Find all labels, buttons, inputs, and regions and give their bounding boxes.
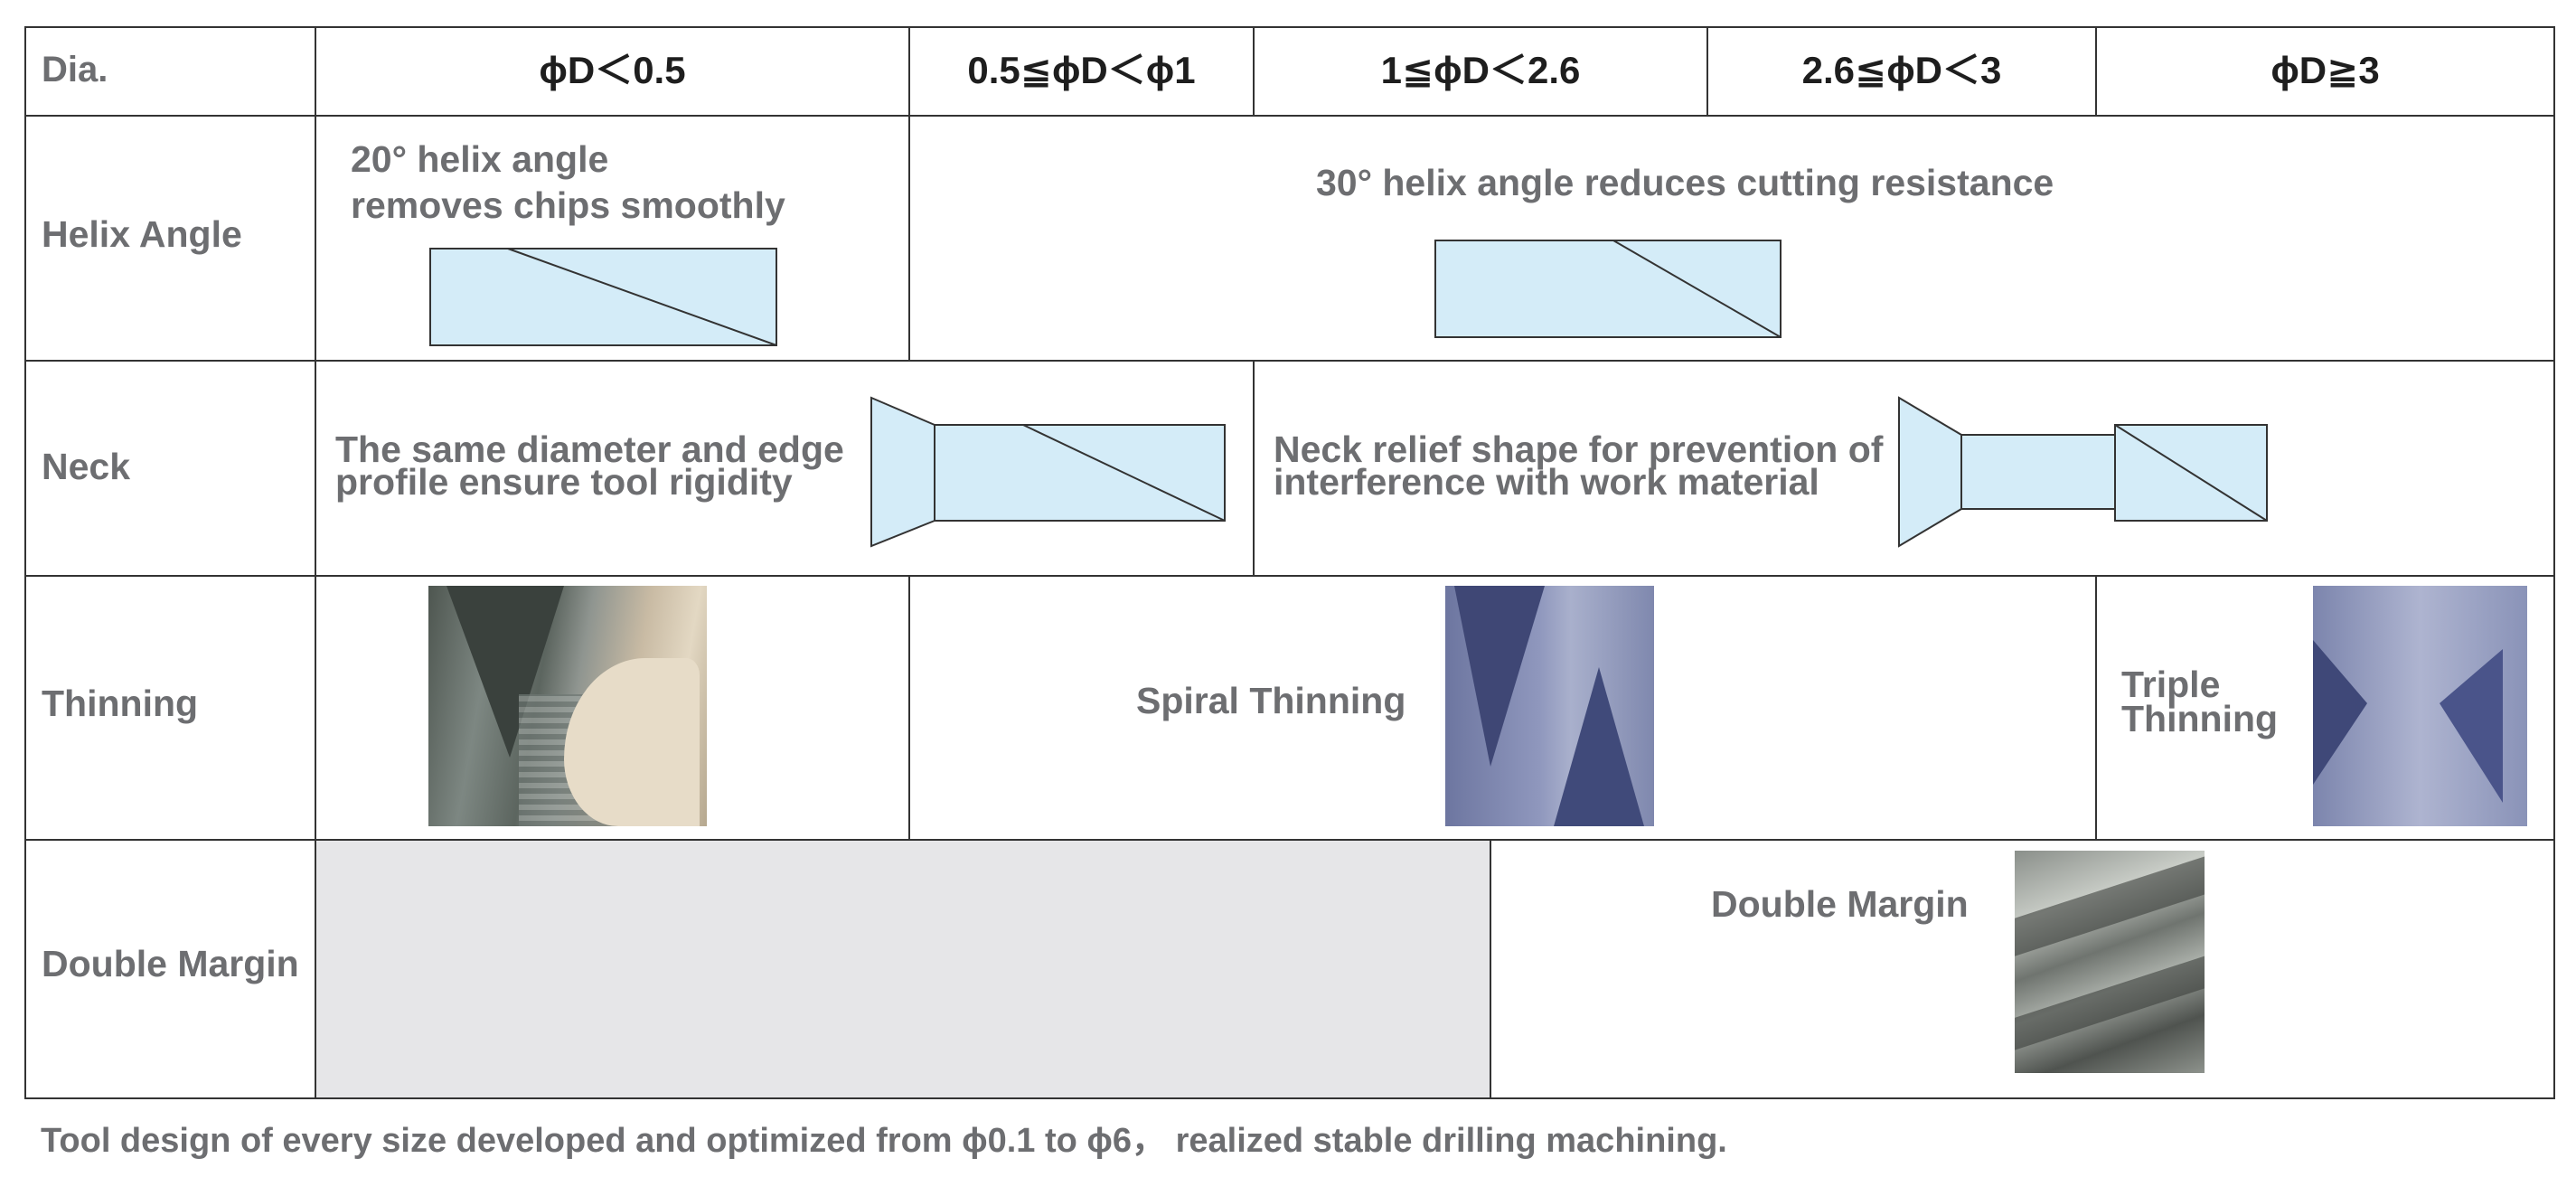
neck-right-text-line1: Neck relief shape for prevention of [1274, 428, 1884, 470]
helix-30-text: 30° helix angle reduces cutting resistan… [1316, 162, 2054, 203]
row-label-neck: Neck [42, 446, 131, 487]
header-dia-label: Dia. [42, 50, 108, 89]
neck-relief-tool-diagram [1898, 396, 2268, 548]
triple-thinning-text-line2: Thinning [2121, 698, 2279, 739]
header-col-5: ϕD≧3 [2270, 49, 2380, 91]
neck-straight-tool-diagram [870, 396, 1226, 548]
header-col-2: 0.5≦ϕD＜ϕ1 [967, 49, 1196, 91]
triple-thinning-photo [2313, 586, 2527, 826]
drill-tip-photo-small [428, 586, 707, 826]
spiral-thinning-photo [1445, 586, 1654, 826]
footer-note: Tool design of every size developed and … [41, 1122, 1727, 1160]
helix-20-text-line1: 20° helix angle [351, 138, 609, 180]
double-margin-photo [2015, 851, 2205, 1073]
neck-right-text-line2: interference with work material [1274, 461, 1819, 503]
row-label-double-margin: Double Margin [42, 943, 299, 984]
row-label-thinning: Thinning [42, 683, 199, 724]
neck-left-text-line1: The same diameter and edge [335, 428, 844, 470]
spiral-thinning-text: Spiral Thinning [1136, 680, 1406, 721]
header-col-3: 1≦ϕD＜2.6 [1380, 49, 1581, 91]
empty-cell [315, 840, 1490, 1098]
triple-thinning-text-line1: Triple [2121, 664, 2221, 705]
helix-30-tool-diagram [1434, 240, 1782, 338]
header-col-1: ϕD＜0.5 [539, 49, 686, 91]
neck-left-text-line2: profile ensure tool rigidity [335, 461, 793, 503]
helix-20-text-line2: removes chips smoothly [351, 184, 785, 226]
helix-20-tool-diagram [429, 248, 777, 346]
row-label-helix-angle: Helix Angle [42, 213, 242, 255]
header-col-4: 2.6≦ϕD＜3 [1801, 49, 2002, 91]
double-margin-text: Double Margin [1711, 883, 1969, 925]
